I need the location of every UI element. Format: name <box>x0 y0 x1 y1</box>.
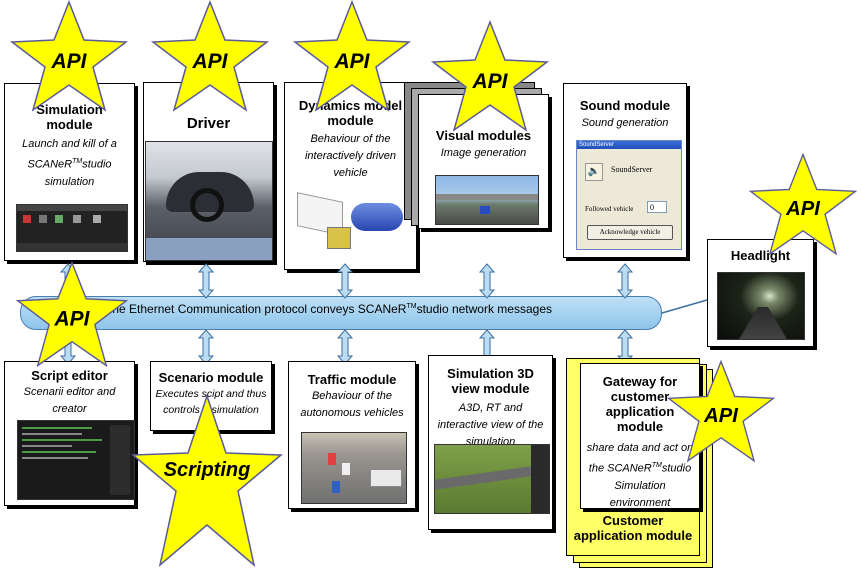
visual-modules-desc: Image generation <box>440 147 527 159</box>
visual-modules: Visual modules Image generation <box>418 94 549 229</box>
sim3d-module-title: Simulation 3D view module <box>447 366 534 396</box>
scripting-star: Scripting <box>131 393 283 568</box>
arrow-visual-bus <box>479 263 495 299</box>
api-star-bus: API <box>15 260 129 368</box>
sound-module-desc: Sound generation <box>581 117 669 129</box>
api-star-label: API <box>50 50 87 73</box>
simulation-module-desc: Launch and kill of a SCANeRTMstudio simu… <box>22 138 117 188</box>
car-image <box>351 203 403 231</box>
api-star-label: API <box>54 308 91 331</box>
simulation-screenshot <box>16 204 128 252</box>
api-star-dynamics: API <box>292 0 412 112</box>
script-editor-title: Script editor <box>31 368 108 383</box>
api-star-label: API <box>471 70 508 93</box>
scripting-star-label: Scripting <box>164 459 251 481</box>
api-star-headlight: API <box>748 152 858 256</box>
api-star-label: API <box>191 50 228 73</box>
simulation-module: Simulation module Launch and kill of a S… <box>4 83 135 261</box>
traffic-module-title: Traffic module <box>307 372 397 387</box>
api-star-driver: API <box>150 0 270 112</box>
sim3d-module: Simulation 3D view module A3D, RT and in… <box>428 355 553 530</box>
api-star-label: API <box>785 198 820 220</box>
truck-image <box>293 192 355 255</box>
visual-modules-title: Visual modules <box>435 128 532 143</box>
traffic-scene-image <box>301 432 407 504</box>
customer-application-title: Customer application module <box>573 513 693 543</box>
driver-cockpit-image <box>145 141 273 261</box>
arrow-scenario-bus <box>198 329 214 365</box>
speaker-icon: 🔈 <box>585 163 603 181</box>
acknowledge-vehicle-button[interactable]: Acknowledge vehicle <box>587 225 673 240</box>
followed-vehicle-input[interactable]: 0 <box>647 201 667 213</box>
arrow-traffic-bus <box>337 329 353 365</box>
followed-vehicle-label: Followed vehicle <box>585 205 634 213</box>
traffic-module: Traffic module Behaviour of the autonomo… <box>288 361 416 509</box>
api-star-label: API <box>703 405 738 427</box>
soundserver-window: SoundServer 🔈 SoundServer Followed vehic… <box>576 140 682 250</box>
headlight-title: Headlight <box>730 248 791 263</box>
script-editor-module: Script editor Scenarii editor and creato… <box>4 361 135 506</box>
dynamics-module: Dynamics model module Behaviour of the i… <box>284 82 417 270</box>
api-star-simulation: API <box>9 0 129 112</box>
soundserver-label: SoundServer <box>611 165 653 174</box>
gateway-module-desc: share data and act on the SCANeRTMstudio… <box>586 442 694 509</box>
api-star-label: API <box>333 50 370 73</box>
headlight-night-image <box>717 272 805 340</box>
arrow-sound-bus <box>617 263 633 299</box>
api-star-visual: API <box>430 20 550 132</box>
sound-module-title: Sound module <box>579 98 671 113</box>
scenario-module: Scenario module Executes scipt and thus … <box>150 361 272 431</box>
sim3d-screenshot <box>434 444 550 514</box>
traffic-module-desc: Behaviour of the autonomous vehicles <box>300 390 404 419</box>
sound-module: Sound module Sound generation SoundServe… <box>563 83 687 258</box>
dynamics-module-desc: Behaviour of the interactively driven ve… <box>304 133 397 179</box>
scenario-module-title: Scenario module <box>158 370 264 385</box>
soundserver-window-titlebar: SoundServer <box>577 141 681 149</box>
driver-title: Driver <box>186 115 231 132</box>
headlight-module: Headlight <box>707 239 814 347</box>
script-editor-desc: Scenarii editor and creator <box>23 386 116 415</box>
gateway-module-title: Gateway for customer application module <box>602 374 678 434</box>
gateway-module: Gateway for customer application module … <box>580 363 700 509</box>
api-star-gateway: API <box>666 359 776 463</box>
script-editor-screenshot <box>17 420 135 500</box>
simulation-module-title: Simulation module <box>36 102 103 132</box>
ethernet-bus-label: The Ethernet Communication protocol conv… <box>105 302 552 316</box>
arrow-driver-bus <box>198 263 214 299</box>
visual-scene-image <box>435 175 539 225</box>
